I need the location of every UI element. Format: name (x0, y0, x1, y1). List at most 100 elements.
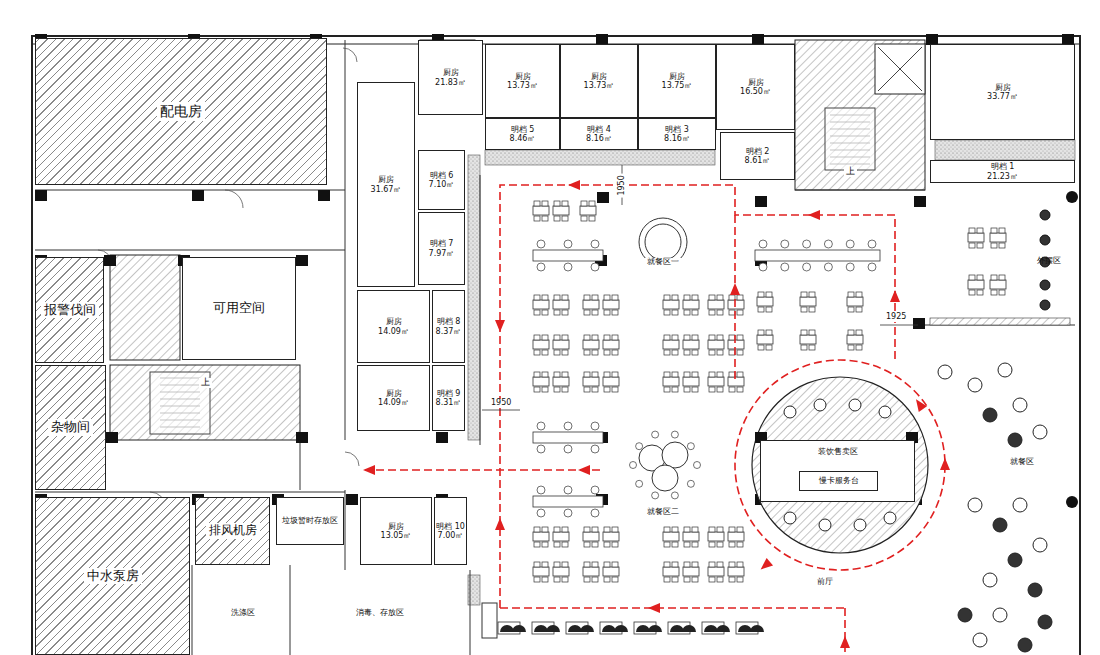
dining-chair (672, 372, 678, 377)
route-arrow (840, 636, 850, 648)
route-arrow (495, 320, 505, 332)
dining-chair (692, 335, 698, 340)
lounge-seat (983, 408, 997, 422)
booth-seat (602, 625, 616, 632)
lounge-seat (1038, 615, 1052, 629)
dining-chair (604, 295, 610, 300)
door-swing (225, 190, 243, 208)
dining-chair (612, 310, 618, 315)
dining-chair (542, 216, 548, 221)
dining-chair (692, 577, 698, 582)
room-name: 明档 6 (430, 171, 454, 180)
room-box: 厨房13.75㎡ (638, 44, 716, 118)
dining-chair (737, 527, 743, 532)
wall-line (290, 565, 291, 655)
route-arrow (568, 180, 580, 190)
lounge-seat (938, 365, 952, 379)
dining-chair (664, 310, 670, 315)
dining-chair (717, 372, 723, 377)
room-box: 厨房13.73㎡ (560, 44, 638, 118)
dining-chair (801, 330, 807, 335)
room-box: 明档 121.23㎡ (930, 160, 1075, 183)
booth-seat (512, 625, 526, 632)
bar-stool (849, 399, 861, 411)
room-area: 8.16㎡ (664, 134, 690, 143)
dining-chair (999, 290, 1005, 295)
dining-chair (717, 387, 723, 392)
dining-chair (592, 295, 598, 300)
dining-chair (589, 201, 595, 206)
dining-chair (542, 350, 548, 355)
wall-line (192, 565, 193, 655)
dining-chair (554, 216, 560, 221)
dining-table (968, 280, 984, 289)
dining-chair (554, 295, 560, 300)
round-chair (564, 240, 572, 248)
booth-seat (670, 625, 684, 632)
dining-chair (562, 577, 568, 582)
dining-chair (534, 335, 540, 340)
dining-chair (991, 228, 997, 233)
room-name: 外摆区 (1037, 256, 1061, 265)
route-arrow (363, 465, 375, 475)
circulation-route (734, 215, 736, 382)
dining-chair (999, 228, 1005, 233)
dining-table (603, 377, 619, 386)
area-label: 1925 (884, 313, 908, 322)
dining-chair (709, 295, 715, 300)
lounge-seat (1018, 638, 1032, 652)
dining-chair (672, 335, 678, 340)
dining-chair (612, 335, 618, 340)
lounge-seat (958, 608, 972, 622)
circulation-route (365, 469, 600, 471)
booth-seat (648, 625, 662, 632)
outdoor-seat (1040, 210, 1050, 220)
room-area: 33.77㎡ (987, 92, 1018, 101)
bar-stool (884, 512, 896, 524)
room-area: 8.61㎡ (745, 156, 771, 165)
dining-chair (672, 310, 678, 315)
dining-chair (592, 310, 598, 315)
dining-table (847, 335, 863, 344)
counter-strip (468, 155, 480, 440)
structural-column (106, 432, 118, 443)
dining-chair (717, 542, 723, 547)
circulation-route (500, 185, 895, 608)
dining-chair (554, 310, 560, 315)
dining-chair (542, 335, 548, 340)
dining-chair (969, 275, 975, 280)
dining-table (683, 340, 699, 349)
room-area: 8.31㎡ (436, 398, 462, 407)
dining-chair (542, 201, 548, 206)
dining-chair (672, 577, 678, 582)
round-chair (537, 486, 545, 494)
route-arrow (890, 290, 900, 302)
dimension-label: 1950 (618, 173, 627, 197)
room-box: 厨房16.50㎡ (716, 44, 795, 130)
outdoor-seat (1040, 300, 1050, 310)
dining-chair (554, 562, 560, 567)
dining-chair (562, 562, 568, 567)
dining-chair (562, 310, 568, 315)
lounge-seat (1008, 433, 1022, 447)
dining-chair (534, 216, 540, 221)
dimension-line (880, 325, 918, 326)
dining-chair (977, 275, 983, 280)
lounge-seat (993, 518, 1007, 532)
dining-chair (737, 310, 743, 315)
dining-chair (664, 335, 670, 340)
round-chair (671, 492, 678, 499)
dining-chair (562, 527, 568, 532)
round-chair (846, 263, 854, 271)
dining-chair (856, 307, 862, 312)
dining-chair (562, 372, 568, 377)
dining-chair (584, 577, 590, 582)
dining-chair (672, 295, 678, 300)
round-chair (591, 263, 599, 271)
round-chair (636, 443, 643, 450)
dining-chair (554, 527, 560, 532)
dining-table (708, 340, 724, 349)
room-name: 厨房 (669, 72, 685, 81)
dining-chair (684, 372, 690, 377)
wall-line (35, 492, 345, 493)
